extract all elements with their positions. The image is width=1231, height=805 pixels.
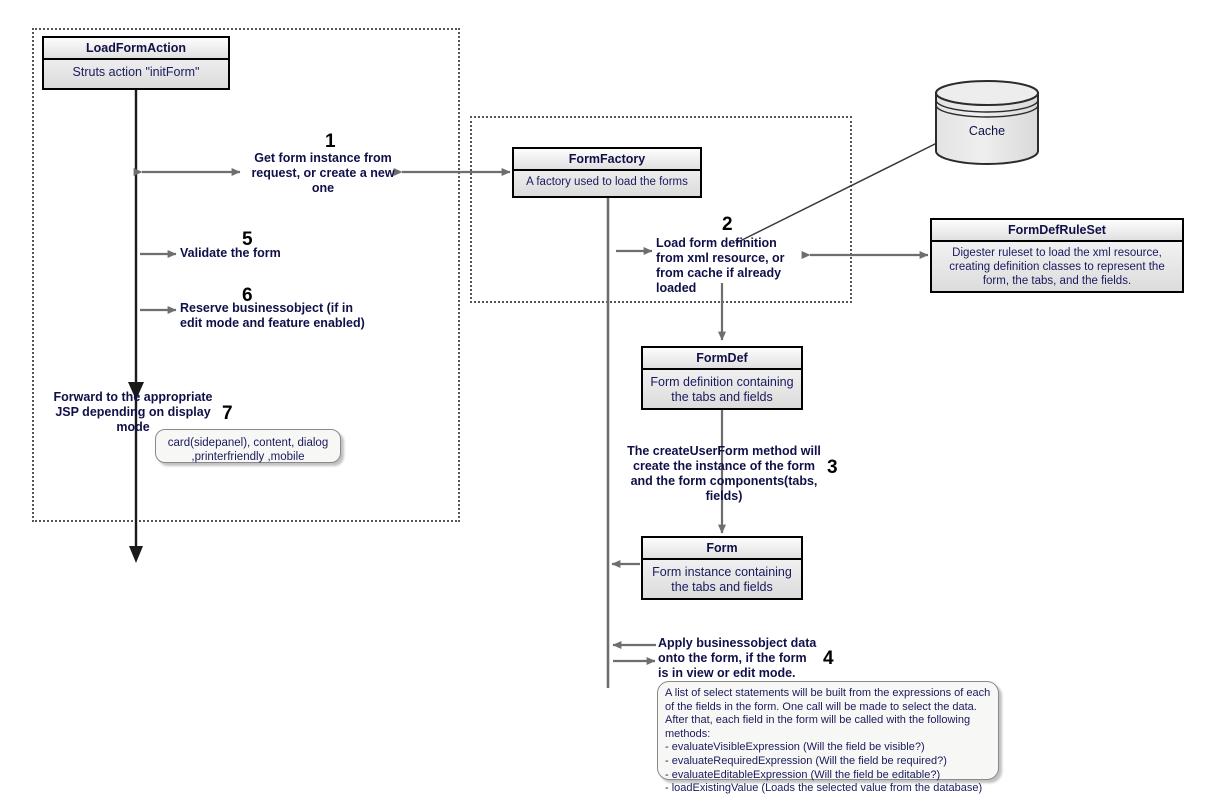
step-label-6: Reserve businessobject (if in edit mode … <box>180 301 365 330</box>
class-desc-load-form-action: Struts action "initForm" <box>72 65 200 79</box>
class-box-form-def-rule-set[interactable]: FormDefRuleSet Digester ruleset to load … <box>930 218 1184 293</box>
step-number-5: 5 <box>242 229 253 250</box>
step-label-2: Load form definition from xml resource, … <box>656 236 785 295</box>
class-box-form-factory[interactable]: FormFactory A factory used to load the f… <box>512 147 702 198</box>
step-number-1: 1 <box>325 131 336 152</box>
class-desc-form-def: Form definition containing the tabs and … <box>650 375 794 404</box>
step-number-4: 4 <box>823 648 834 669</box>
class-name-form-def-rule-set: FormDefRuleSet <box>932 220 1182 242</box>
step-label-7: Forward to the appropriate JSP depending… <box>53 390 213 434</box>
class-box-form-def[interactable]: FormDef Form definition containing the t… <box>641 346 803 410</box>
step-label-3: The createUserForm method will create th… <box>627 444 821 503</box>
datastore-cache-label: Cache <box>968 124 1006 138</box>
note-apply-data-detail: A list of select statements will be buil… <box>657 681 999 794</box>
note-display-modes: card(sidepanel), content, dialog ,printe… <box>155 429 341 463</box>
step-number-3: 3 <box>827 457 838 478</box>
step-label-4: Apply businessobject data onto the form,… <box>658 636 817 680</box>
class-box-load-form-action[interactable]: LoadFormAction Struts action "initForm" <box>42 36 230 90</box>
class-name-form-def: FormDef <box>643 348 801 370</box>
class-desc-form-def-rule-set: Digester ruleset to load the xml resourc… <box>949 247 1165 287</box>
class-name-form-factory: FormFactory <box>514 149 700 171</box>
class-desc-form-factory: A factory used to load the forms <box>526 176 688 188</box>
step-number-6: 6 <box>242 285 253 306</box>
step-label-1: Get form instance from request, or creat… <box>251 151 395 195</box>
step-number-7: 7 <box>222 403 233 424</box>
class-box-form[interactable]: Form Form instance containing the tabs a… <box>641 536 803 600</box>
cylinder-icon <box>935 80 1039 165</box>
class-name-form: Form <box>643 538 801 560</box>
package-boundary-action <box>32 28 460 522</box>
step-number-2: 2 <box>722 214 733 235</box>
datastore-cache[interactable]: Cache <box>934 80 1040 165</box>
class-name-load-form-action: LoadFormAction <box>44 38 228 60</box>
class-desc-form: Form instance containing the tabs and fi… <box>652 565 792 594</box>
step-label-5: Validate the form <box>180 246 281 260</box>
